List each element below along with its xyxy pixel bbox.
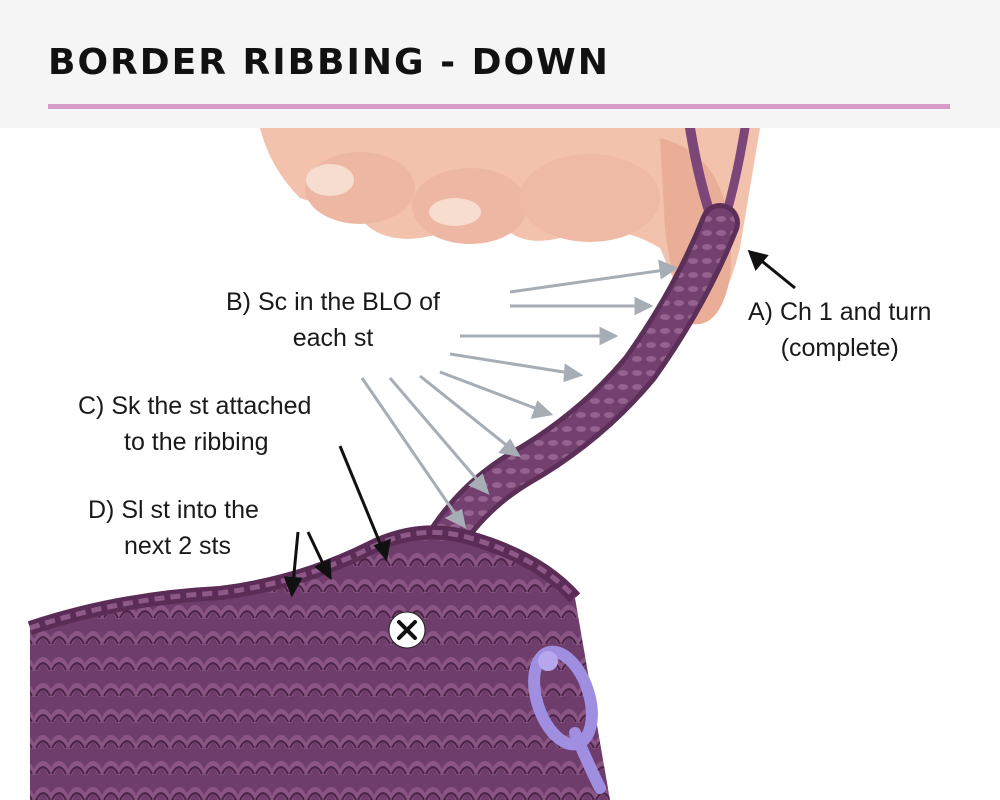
arrows-label-b (360, 259, 679, 529)
label-b-line2: each st (292, 324, 374, 352)
label-c-line2: to the ribbing (124, 428, 269, 456)
label-b: B) Sc in the BLO of each st (226, 284, 440, 356)
photo-illustration (27, 128, 796, 800)
arrow-label-a (747, 249, 796, 290)
yarn-ribbing-image (420, 128, 750, 568)
x-circle-icon (388, 611, 426, 649)
label-c-line1: C) Sk the st attached (78, 392, 312, 420)
label-d-line2: next 2 sts (124, 532, 231, 560)
label-a-line2: (complete) (780, 334, 899, 362)
label-d: D) Sl st into the next 2 sts (88, 492, 259, 564)
arrow-label-d (283, 531, 332, 598)
title-underline (48, 104, 950, 109)
page-title: BORDER RIBBING - DOWN (48, 42, 610, 83)
crochet-fabric-image (27, 525, 610, 800)
label-a: A) Ch 1 and turn (complete) (748, 294, 931, 366)
arrow-label-c (338, 445, 391, 562)
label-d-line1: D) Sl st into the (88, 496, 259, 524)
label-b-line1: B) Sc in the BLO of (226, 288, 440, 316)
label-c: C) Sk the st attached to the ribbing (78, 388, 311, 460)
hand-image (260, 128, 760, 325)
label-a-line1: A) Ch 1 and turn (748, 298, 932, 326)
crochet-photo (0, 128, 1000, 800)
stitch-marker-icon (528, 645, 606, 794)
